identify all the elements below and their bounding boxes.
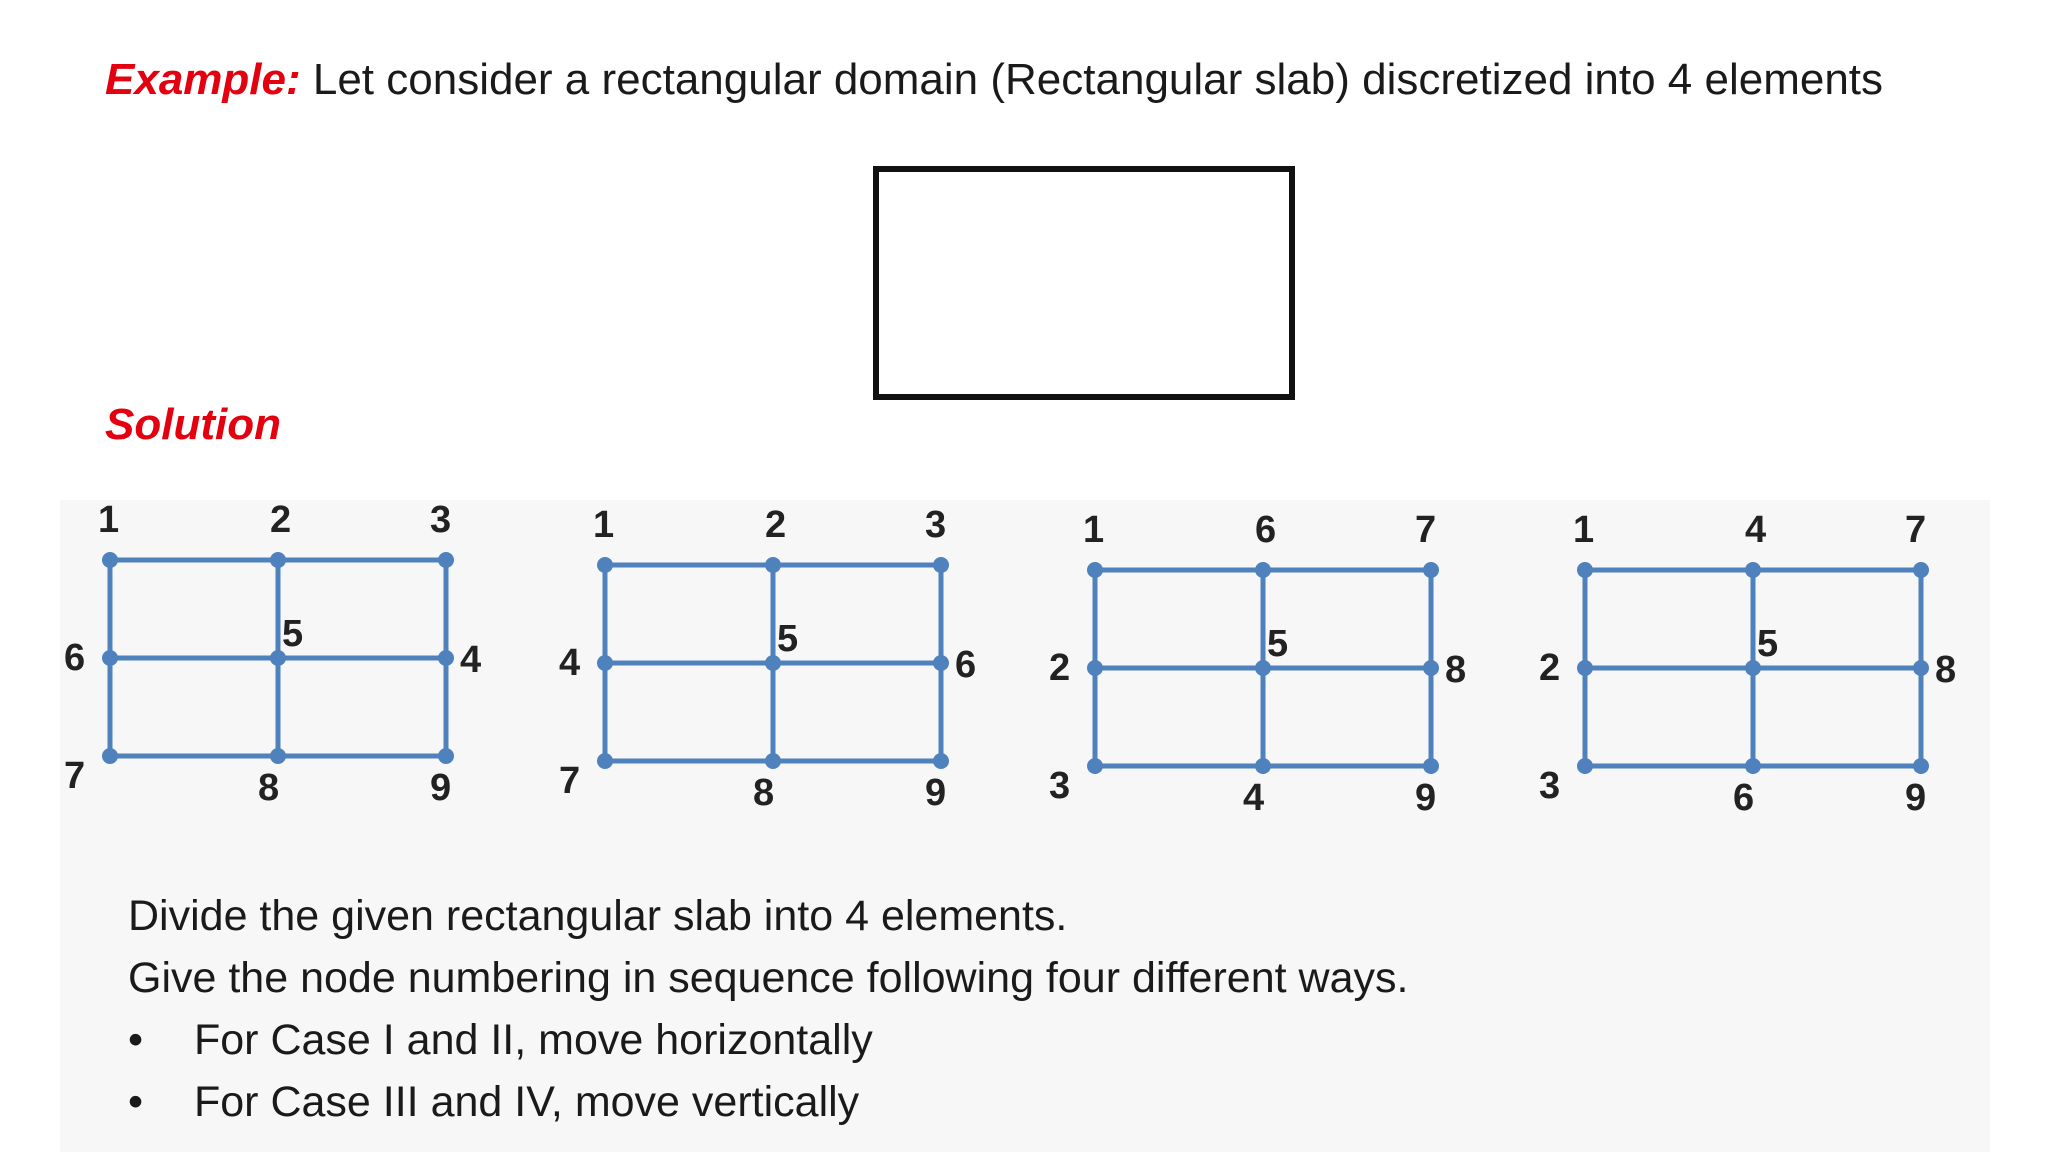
node-label: 3 bbox=[925, 504, 946, 546]
mesh-node bbox=[1745, 758, 1761, 774]
mesh-node bbox=[102, 552, 118, 568]
instructions: Divide the given rectangular slab into 4… bbox=[128, 885, 1408, 1133]
mesh-node bbox=[597, 655, 613, 671]
mesh-node bbox=[438, 552, 454, 568]
mesh-node bbox=[1577, 758, 1593, 774]
node-label: 2 bbox=[765, 504, 786, 546]
node-label: 9 bbox=[925, 772, 946, 814]
node-label: 3 bbox=[1049, 765, 1070, 807]
node-label: 8 bbox=[258, 767, 279, 809]
instruction-line-2: Give the node numbering in sequence foll… bbox=[128, 954, 1409, 1002]
mesh-node bbox=[933, 655, 949, 671]
mesh-node bbox=[765, 753, 781, 769]
node-label: 4 bbox=[1243, 777, 1264, 819]
node-label: 1 bbox=[593, 504, 614, 546]
bullet-item-1: • For Case I and II, move horizontally bbox=[128, 1009, 1408, 1071]
mesh-node bbox=[933, 557, 949, 573]
node-label: 7 bbox=[559, 760, 580, 802]
mesh-case-4: 1 4 7 2 5 8 3 6 9 bbox=[1535, 509, 1975, 820]
mesh-case-1: 1 2 3 6 5 4 7 8 9 bbox=[60, 499, 500, 810]
mesh-node bbox=[1087, 562, 1103, 578]
solution-label: Solution bbox=[105, 400, 281, 449]
node-label: 4 bbox=[559, 642, 580, 684]
mesh-node bbox=[1255, 562, 1271, 578]
node-label: 7 bbox=[64, 755, 85, 797]
node-label: 9 bbox=[430, 767, 451, 809]
instruction-line-1: Divide the given rectangular slab into 4… bbox=[128, 892, 1068, 940]
node-label: 7 bbox=[1905, 509, 1926, 551]
page-title: Example: Let consider a rectangular doma… bbox=[105, 55, 1883, 105]
mesh-node bbox=[1255, 758, 1271, 774]
node-label: 3 bbox=[430, 499, 451, 541]
mesh-node bbox=[765, 655, 781, 671]
node-label: 9 bbox=[1415, 777, 1436, 819]
node-label: 6 bbox=[64, 637, 85, 679]
mesh-case-2-svg: 1 2 3 4 5 6 7 8 9 bbox=[559, 504, 976, 814]
mesh-node bbox=[102, 748, 118, 764]
node-label: 6 bbox=[1255, 509, 1276, 551]
mesh-node bbox=[438, 748, 454, 764]
bullet-text-1: For Case I and II, move horizontally bbox=[194, 1016, 873, 1064]
node-label: 5 bbox=[777, 618, 798, 660]
background-panel bbox=[60, 500, 1990, 1152]
mesh-node bbox=[1423, 758, 1439, 774]
mesh-node bbox=[597, 557, 613, 573]
node-label: 1 bbox=[98, 499, 119, 541]
node-label: 4 bbox=[460, 639, 481, 681]
node-label: 1 bbox=[1573, 509, 1594, 551]
node-label: 8 bbox=[753, 772, 774, 814]
mesh-node bbox=[1913, 562, 1929, 578]
node-label: 5 bbox=[1757, 623, 1778, 665]
mesh-node bbox=[1577, 562, 1593, 578]
title-text: Let consider a rectangular domain (Recta… bbox=[300, 55, 1884, 104]
mesh-node bbox=[270, 650, 286, 666]
mesh-node bbox=[1255, 660, 1271, 676]
node-label: 2 bbox=[1049, 647, 1070, 689]
bullet-item-2: • For Case III and IV, move vertically bbox=[128, 1071, 1408, 1133]
mesh-node bbox=[933, 753, 949, 769]
bullet-icon: • bbox=[128, 1078, 144, 1126]
mesh-node bbox=[1577, 660, 1593, 676]
mesh-case-3: 1 6 7 2 5 8 3 4 9 bbox=[1045, 509, 1485, 820]
bullet-icon: • bbox=[128, 1016, 144, 1064]
node-label: 9 bbox=[1905, 777, 1926, 819]
bullet-text-2: For Case III and IV, move vertically bbox=[194, 1078, 860, 1126]
mesh-node bbox=[270, 748, 286, 764]
mesh-node bbox=[1913, 660, 1929, 676]
mesh-node bbox=[438, 650, 454, 666]
mesh-case-3-svg: 1 6 7 2 5 8 3 4 9 bbox=[1049, 509, 1466, 819]
node-label: 4 bbox=[1745, 509, 1766, 551]
mesh-node bbox=[1745, 660, 1761, 676]
node-label: 8 bbox=[1935, 649, 1956, 691]
mesh-node bbox=[1087, 758, 1103, 774]
node-label: 1 bbox=[1083, 509, 1104, 551]
node-label: 2 bbox=[1539, 647, 1560, 689]
mesh-node bbox=[1913, 758, 1929, 774]
example-label: Example: bbox=[105, 55, 301, 104]
mesh-node bbox=[270, 552, 286, 568]
node-label: 6 bbox=[955, 644, 976, 686]
mesh-node bbox=[1423, 660, 1439, 676]
mesh-node bbox=[597, 753, 613, 769]
mesh-case-4-svg: 1 4 7 2 5 8 3 6 9 bbox=[1539, 509, 1956, 819]
mesh-node bbox=[765, 557, 781, 573]
mesh-case-1-svg: 1 2 3 6 5 4 7 8 9 bbox=[64, 499, 481, 809]
mesh-case-2: 1 2 3 4 5 6 7 8 9 bbox=[555, 504, 995, 815]
node-label: 2 bbox=[270, 499, 291, 541]
node-label: 5 bbox=[282, 613, 303, 655]
node-label: 7 bbox=[1415, 509, 1436, 551]
mesh-node bbox=[1423, 562, 1439, 578]
node-label: 3 bbox=[1539, 765, 1560, 807]
mesh-node bbox=[1087, 660, 1103, 676]
node-label: 6 bbox=[1733, 777, 1754, 819]
node-label: 8 bbox=[1445, 649, 1466, 691]
mesh-node bbox=[1745, 562, 1761, 578]
rectangular-domain bbox=[873, 166, 1295, 400]
mesh-node bbox=[102, 650, 118, 666]
node-label: 5 bbox=[1267, 623, 1288, 665]
